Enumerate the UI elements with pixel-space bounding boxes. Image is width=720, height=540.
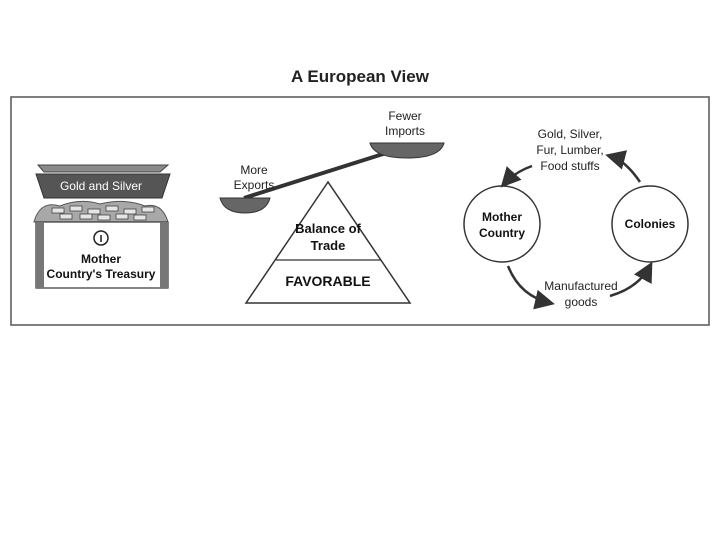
colonies-label: Colonies [625,217,676,231]
top-arrow-left [500,164,533,188]
favorable-label: FAVORABLE [285,273,370,289]
treasury-lid [36,164,170,173]
scale-beam [243,146,403,200]
chest-left-band [36,222,44,288]
pyramid [244,180,412,304]
coin-bars [51,205,155,221]
fewer-label: Fewer [388,109,421,123]
balance-group: More Exports Fewer Imports Balance of Tr… [219,109,445,304]
gold-silver-label: Gold and Silver [60,179,142,193]
diagram-title: A European View [291,67,429,86]
bottom-arrow-left [506,265,555,310]
exports-pan [219,197,271,214]
lock-glyph: I [100,234,103,245]
treasury-chest [35,221,169,289]
trade-label: Trade [311,238,346,253]
top-flow-line2: Fur, Lumber, [536,143,603,157]
treasury-group: Gold and Silver I M [33,164,171,289]
imports-label: Imports [385,124,425,138]
exports-label: Exports [234,178,275,192]
top-flow-line1: Gold, Silver, [538,127,603,141]
mother-country-circle [463,185,541,263]
bottom-arrow-right [609,261,653,298]
mother-label-line1: Mother [482,210,522,224]
bottom-flow-line1: Manufactured [544,279,617,293]
treasury-label-line1: Mother [81,252,121,266]
lock-icon [93,230,109,246]
balance-of-label: Balance of [295,221,361,236]
gold-silver-banner [35,173,171,199]
chest-right-band [160,222,168,288]
trade-cycle-group: Mother Country Colonies Gold, Silver, Fu… [463,127,689,310]
diagram-frame [10,96,710,326]
mother-label-line2: Country [479,226,525,240]
top-flow-line3: Food stuffs [540,159,599,173]
treasury-label-line2: Country's Treasury [47,267,156,281]
more-label: More [240,163,268,177]
top-arrow-right [605,150,642,183]
imports-pan [369,142,445,159]
bottom-flow-line2: goods [565,295,598,309]
